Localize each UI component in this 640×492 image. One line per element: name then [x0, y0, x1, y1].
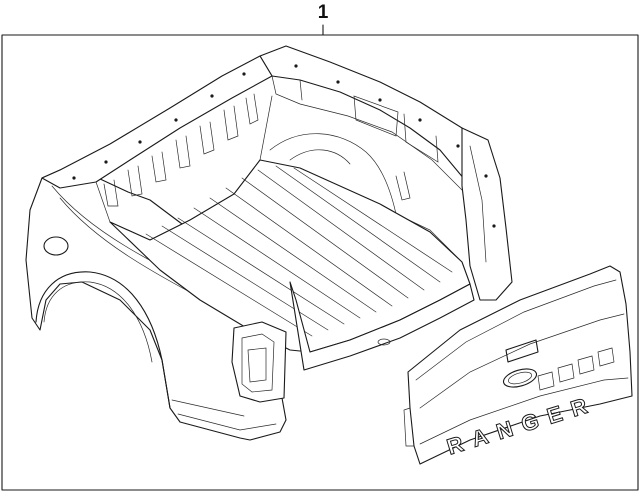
rear-sill — [289, 281, 475, 371]
bed-right-rail — [461, 127, 513, 301]
truck-bed — [25, 45, 513, 441]
bed-side-panel — [25, 169, 297, 441]
tailgate-handle — [505, 339, 539, 363]
bed-left-rail — [41, 55, 273, 189]
rail-rivets — [72, 64, 496, 228]
tail-lamp-pocket — [231, 321, 287, 403]
fuel-door — [43, 236, 69, 256]
diagram-frame — [1, 34, 639, 491]
tailgate-badge — [502, 368, 538, 388]
callout-label: 1 — [317, 2, 329, 23]
stake-pockets — [103, 93, 259, 207]
floor-ribs — [145, 165, 453, 337]
tailgate-outer — [407, 265, 633, 465]
wheel-arch — [35, 271, 171, 409]
